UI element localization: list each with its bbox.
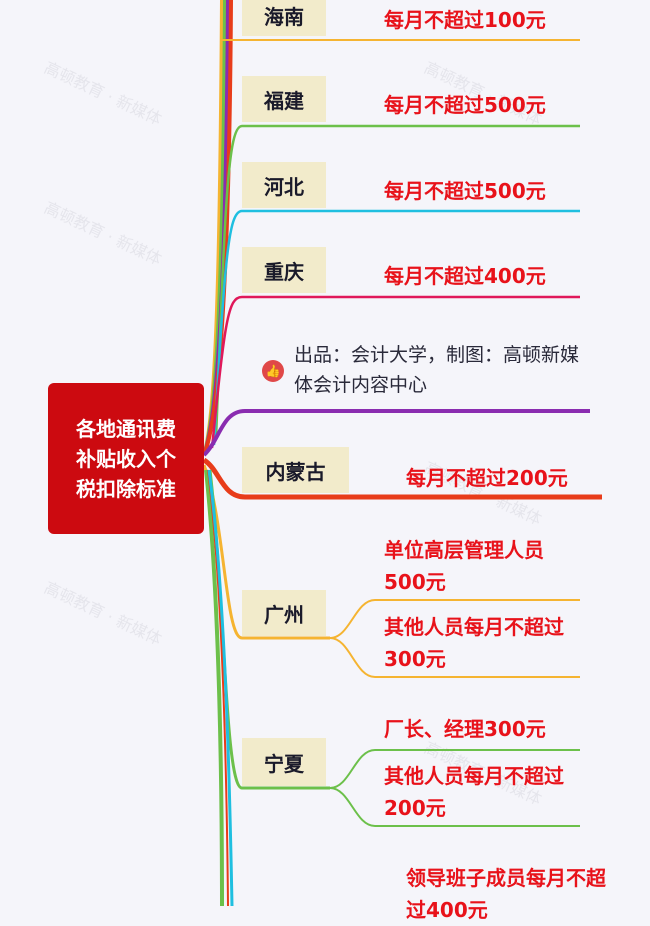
value-guangzhou-managers: 单位高层管理人员500元 [384,538,544,594]
value-hainan: 每月不超过100元 [384,8,546,32]
value-hebei: 每月不超过500元 [384,179,546,203]
value-ningxia-managers: 厂长、经理300元 [384,717,546,741]
value-leadership: 领导班子成员每月不超过400元 [406,866,606,922]
region-tag-fujian[interactable]: 福建 [242,76,326,122]
mind-map: 高顿教育 · 新媒体 高顿教育 · 新媒体 高顿教育 · 新媒体 高顿教育 · … [41,0,606,922]
credit-note: 出品：会计大学，制图：高顿新媒体会计内容中心 [294,344,580,396]
thumbs-up-icon: 👍 [262,360,284,382]
value-ningxia-others: 其他人员每月不超过200元 [384,764,564,820]
value-chongqing: 每月不超过400元 [384,264,546,288]
value-neimenggu: 每月不超过200元 [406,466,568,490]
value-guangzhou-others: 其他人员每月不超过300元 [384,615,564,671]
connector-lines [202,0,602,906]
region-tag-hebei[interactable]: 河北 [242,162,326,208]
region-tag-guangzhou[interactable]: 广州 [242,590,326,636]
root-node[interactable]: 各地通讯费补贴收入个税扣除标准 [48,383,204,534]
region-tag-chongqing[interactable]: 重庆 [242,247,326,293]
region-tag-hainan[interactable]: 海南 [242,0,326,36]
region-tag-ningxia[interactable]: 宁夏 [242,738,326,786]
value-fujian: 每月不超过500元 [384,93,546,117]
region-tag-neimenggu[interactable]: 内蒙古 [242,447,349,493]
